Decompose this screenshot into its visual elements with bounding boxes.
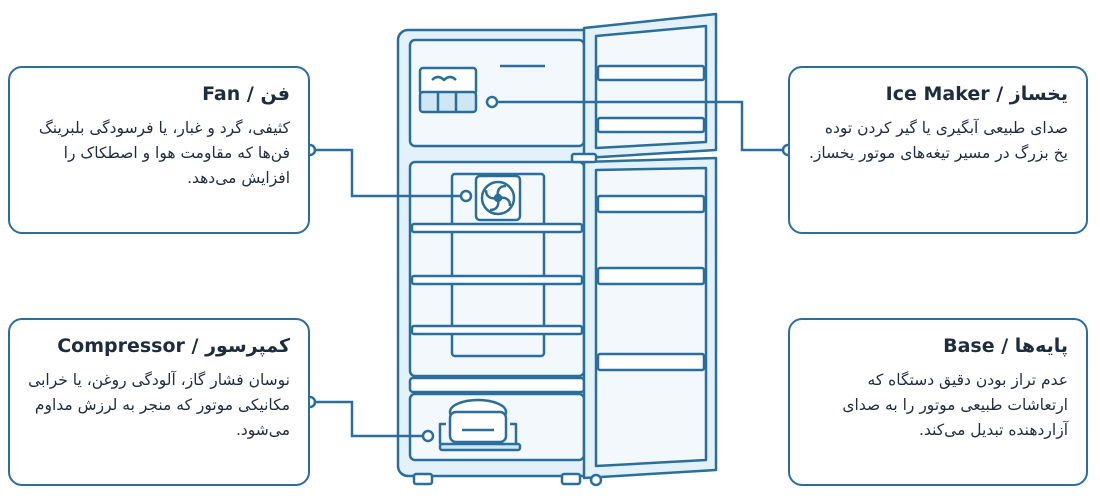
connector-dot <box>459 189 473 203</box>
callout-description: صدای طبیعی آبگیری یا گیر کردن توده یخ بز… <box>808 119 1068 162</box>
callout-title: فن / Fan <box>202 83 290 105</box>
callout-title: یخساز / Ice Maker <box>885 83 1068 105</box>
ice-tray-icon <box>418 66 478 114</box>
fridge-shelf <box>410 222 584 234</box>
connector-dot <box>589 473 603 487</box>
callout-compressor: کمپرسور / Compressor نوسان فشار گاز، آلو… <box>8 318 310 486</box>
fan-icon <box>474 174 522 222</box>
connector-icemaker <box>492 100 788 152</box>
fridge-shelf <box>410 324 584 336</box>
connector-dot <box>421 429 435 443</box>
callout-icemaker: یخساز / Ice Maker صدای طبیعی آبگیری یا گ… <box>788 66 1088 234</box>
connector-fan <box>310 148 466 198</box>
callout-description: عدم تراز بودن دقیق دستگاه که ارتعاشات طب… <box>842 371 1068 439</box>
callout-fan: فن / Fan کثیفی، گرد و غبار، یا فرسودگی ب… <box>8 66 310 234</box>
callout-title: کمپرسور / Compressor <box>57 335 290 357</box>
fridge-shelf <box>410 274 584 286</box>
crisper-drawer <box>408 376 586 394</box>
callout-title: پایه‌ها / Base <box>943 335 1068 357</box>
connector-dot <box>485 95 499 109</box>
connector-compressor <box>310 400 428 438</box>
compressor-icon <box>438 398 522 452</box>
callout-description: نوسان فشار گاز، آلودگی روغن، یا خرابی مک… <box>28 371 290 439</box>
callout-description: کثیفی، گرد و غبار، یا فرسودگی بلبرینگ فن… <box>38 119 290 187</box>
callout-base: پایه‌ها / Base عدم تراز بودن دقیق دستگاه… <box>788 318 1088 486</box>
fridge-foot-left <box>412 472 434 486</box>
fridge-foot-right <box>560 472 582 486</box>
